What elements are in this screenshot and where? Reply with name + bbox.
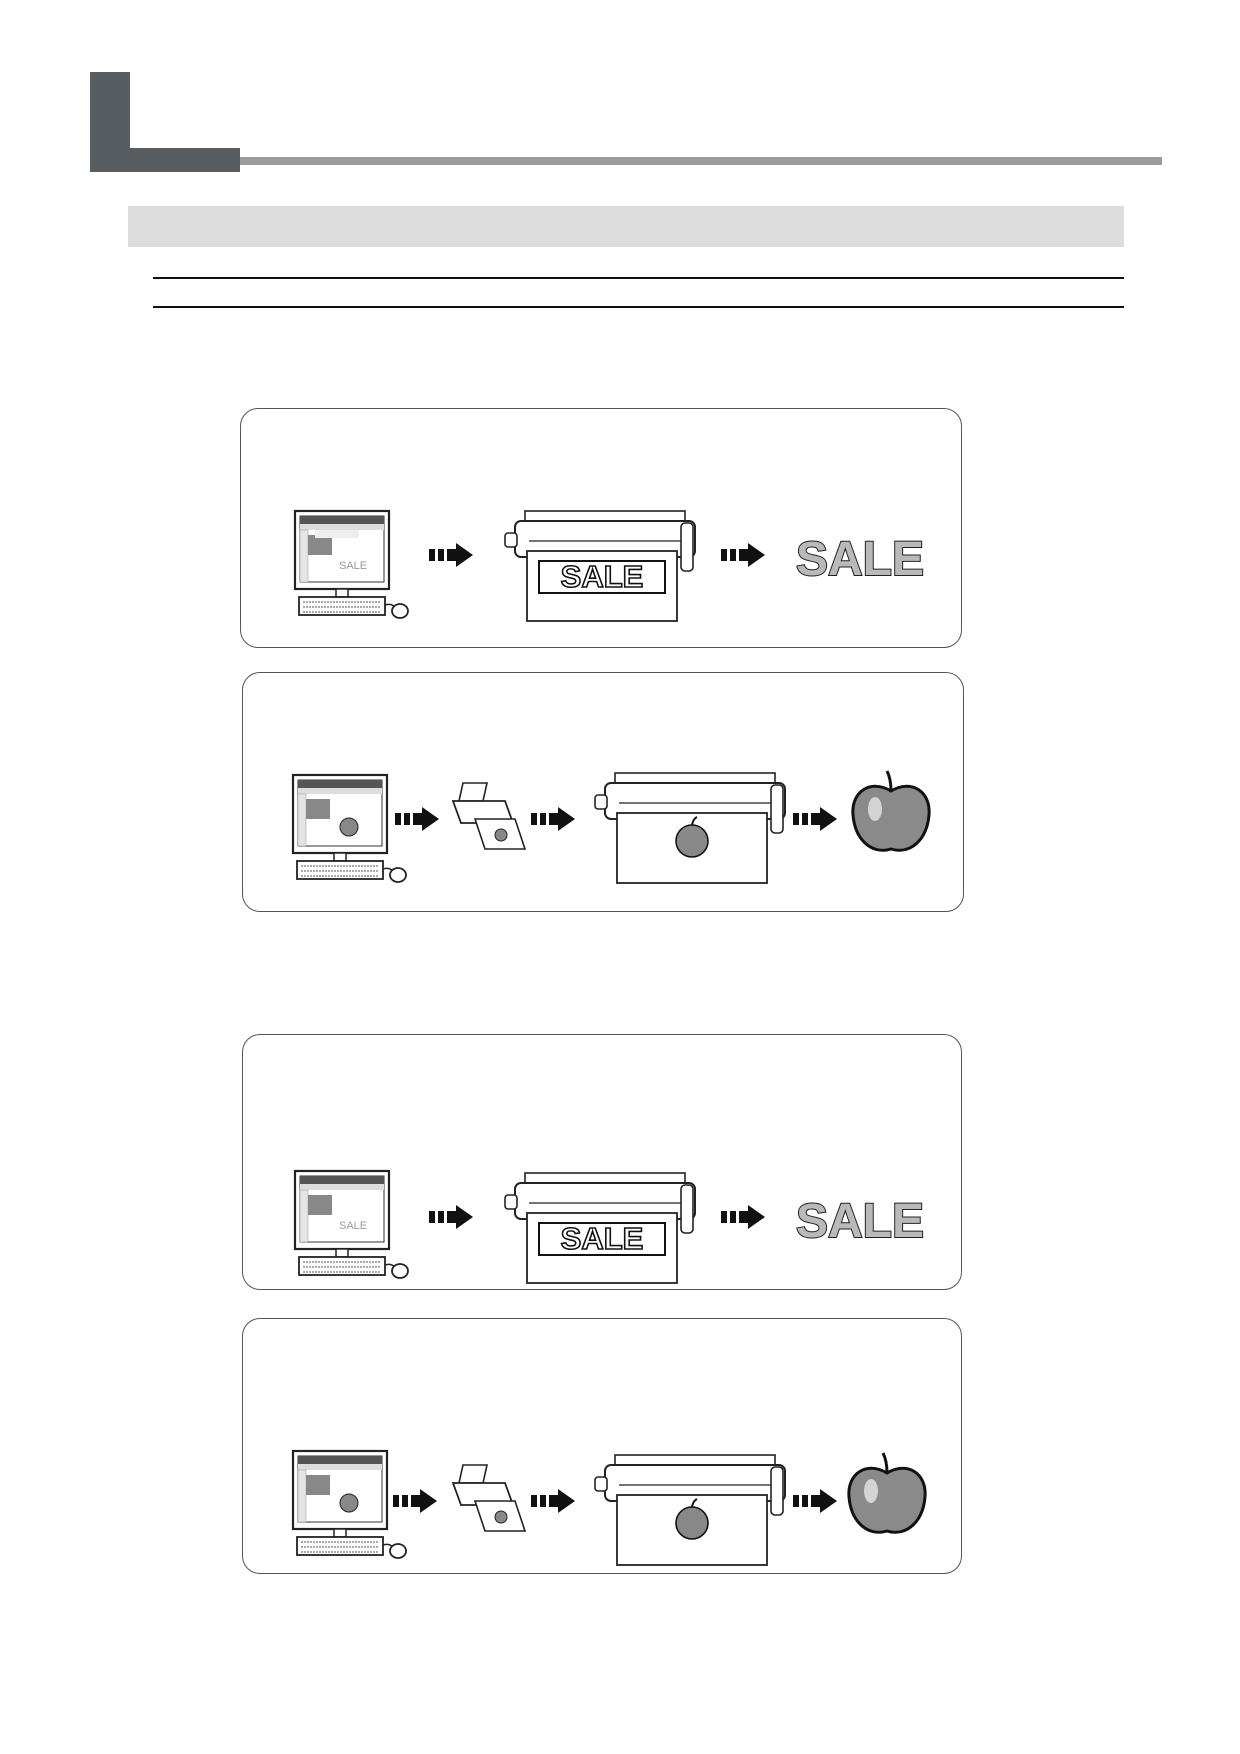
- machine-sale-text: SALE: [561, 559, 644, 594]
- computer-icon: [291, 1449, 407, 1559]
- workflow-panel-print-and-cut-2: [242, 1318, 962, 1574]
- printer-icon: [451, 1464, 527, 1532]
- arrow-icon: [429, 543, 473, 567]
- arrow-icon: [393, 1489, 437, 1513]
- subsection-top-rule: [153, 277, 1124, 279]
- computer-icon: [291, 773, 407, 883]
- arrow-icon: [721, 543, 765, 567]
- computer-icon: SALE: [293, 1169, 409, 1279]
- workflow-row: [291, 770, 931, 884]
- section-title-bar: [128, 206, 1124, 247]
- sale-result-text: SALE: [796, 533, 924, 586]
- cutting-machine-icon: SALE: [504, 510, 696, 622]
- apple-icon: [851, 770, 931, 852]
- computer-icon: SALE: [293, 509, 409, 619]
- workflow-row: SALE SALE SALE: [293, 1169, 925, 1284]
- apple-icon: [847, 1452, 927, 1534]
- chapter-header-foot: [90, 148, 240, 172]
- chapter-header-rule: [240, 157, 1162, 165]
- arrow-icon: [395, 807, 439, 831]
- cutting-machine-icon: SALE: [504, 1172, 696, 1284]
- printer-icon: [451, 782, 527, 850]
- arrow-icon: [429, 1205, 473, 1229]
- monitor-sale-text: SALE: [339, 560, 367, 572]
- workflow-row: [291, 1449, 927, 1566]
- cutting-machine-icon: [594, 1454, 786, 1566]
- machine-sale-text: SALE: [561, 1221, 644, 1256]
- sale-result-text: SALE: [796, 1195, 924, 1248]
- workflow-panel-cut-text-2: SALE SALE SALE: [242, 1034, 962, 1290]
- arrow-icon: [793, 807, 837, 831]
- workflow-panel-print-and-cut-1: [242, 672, 964, 912]
- subsection-bottom-rule: [153, 306, 1124, 308]
- arrow-icon: [531, 807, 575, 831]
- monitor-sale-text: SALE: [339, 1220, 367, 1232]
- arrow-icon: [721, 1205, 765, 1229]
- arrow-icon: [793, 1489, 837, 1513]
- workflow-row: SALE SALE SALE: [293, 509, 925, 622]
- cutting-machine-icon: [594, 772, 786, 884]
- workflow-panel-cut-text-1: SALE SALE SALE: [240, 408, 962, 648]
- arrow-icon: [531, 1489, 575, 1513]
